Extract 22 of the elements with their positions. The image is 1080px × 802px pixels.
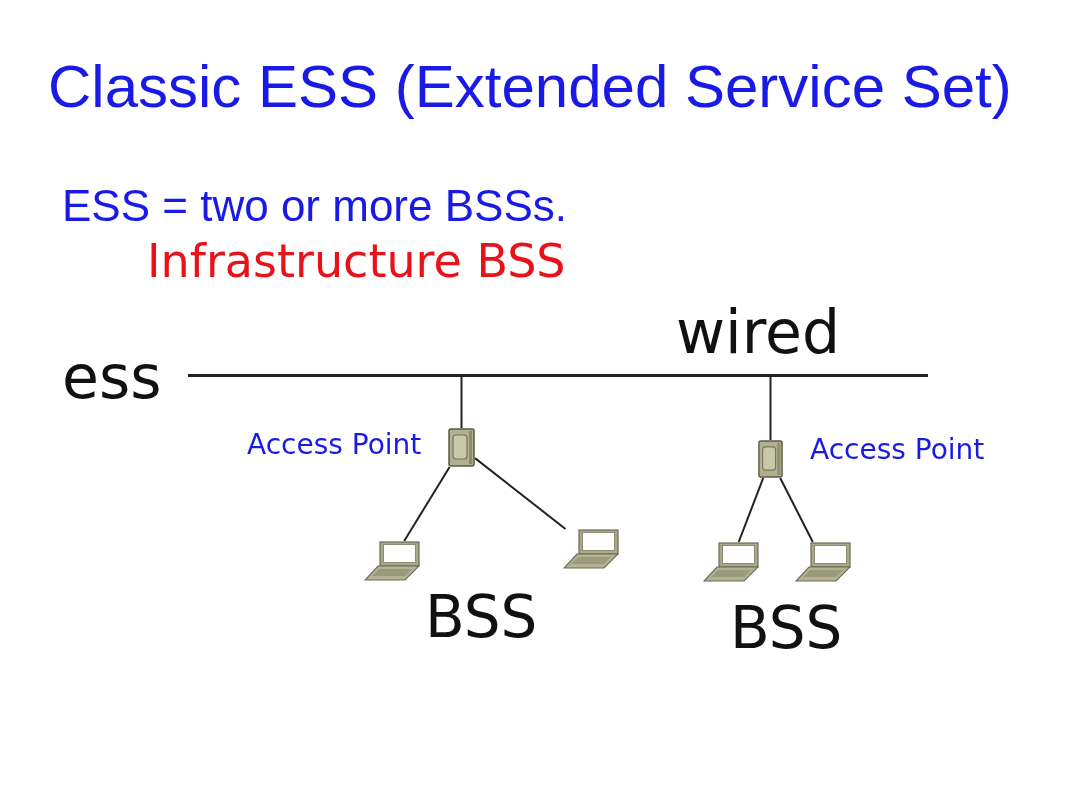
access-point-label: Access Point xyxy=(247,431,422,459)
access-point-icon xyxy=(758,440,783,478)
bss-label: BSS xyxy=(730,599,843,657)
access-point-icon xyxy=(448,428,475,467)
bus-line xyxy=(188,374,928,377)
ess-label: ess xyxy=(62,347,162,407)
definition-text: ESS = two or more BSSs. xyxy=(62,184,567,228)
access-point-label: Access Point xyxy=(810,436,985,464)
laptop-icon xyxy=(703,542,759,582)
wired-label: wired xyxy=(676,302,841,362)
connection-line xyxy=(460,376,463,429)
bss-label: BSS xyxy=(425,588,538,646)
connection-line xyxy=(474,457,567,530)
subheading-text: Infrastructure BSS xyxy=(147,238,566,284)
laptop-icon xyxy=(795,542,851,582)
connection-line xyxy=(779,477,814,543)
slide-title: Classic ESS (Extended Service Set) xyxy=(48,57,1012,117)
laptop-icon xyxy=(563,529,619,569)
connection-line xyxy=(769,376,772,441)
connection-line xyxy=(737,477,765,543)
laptop-icon xyxy=(364,541,420,581)
connection-line xyxy=(403,466,451,542)
